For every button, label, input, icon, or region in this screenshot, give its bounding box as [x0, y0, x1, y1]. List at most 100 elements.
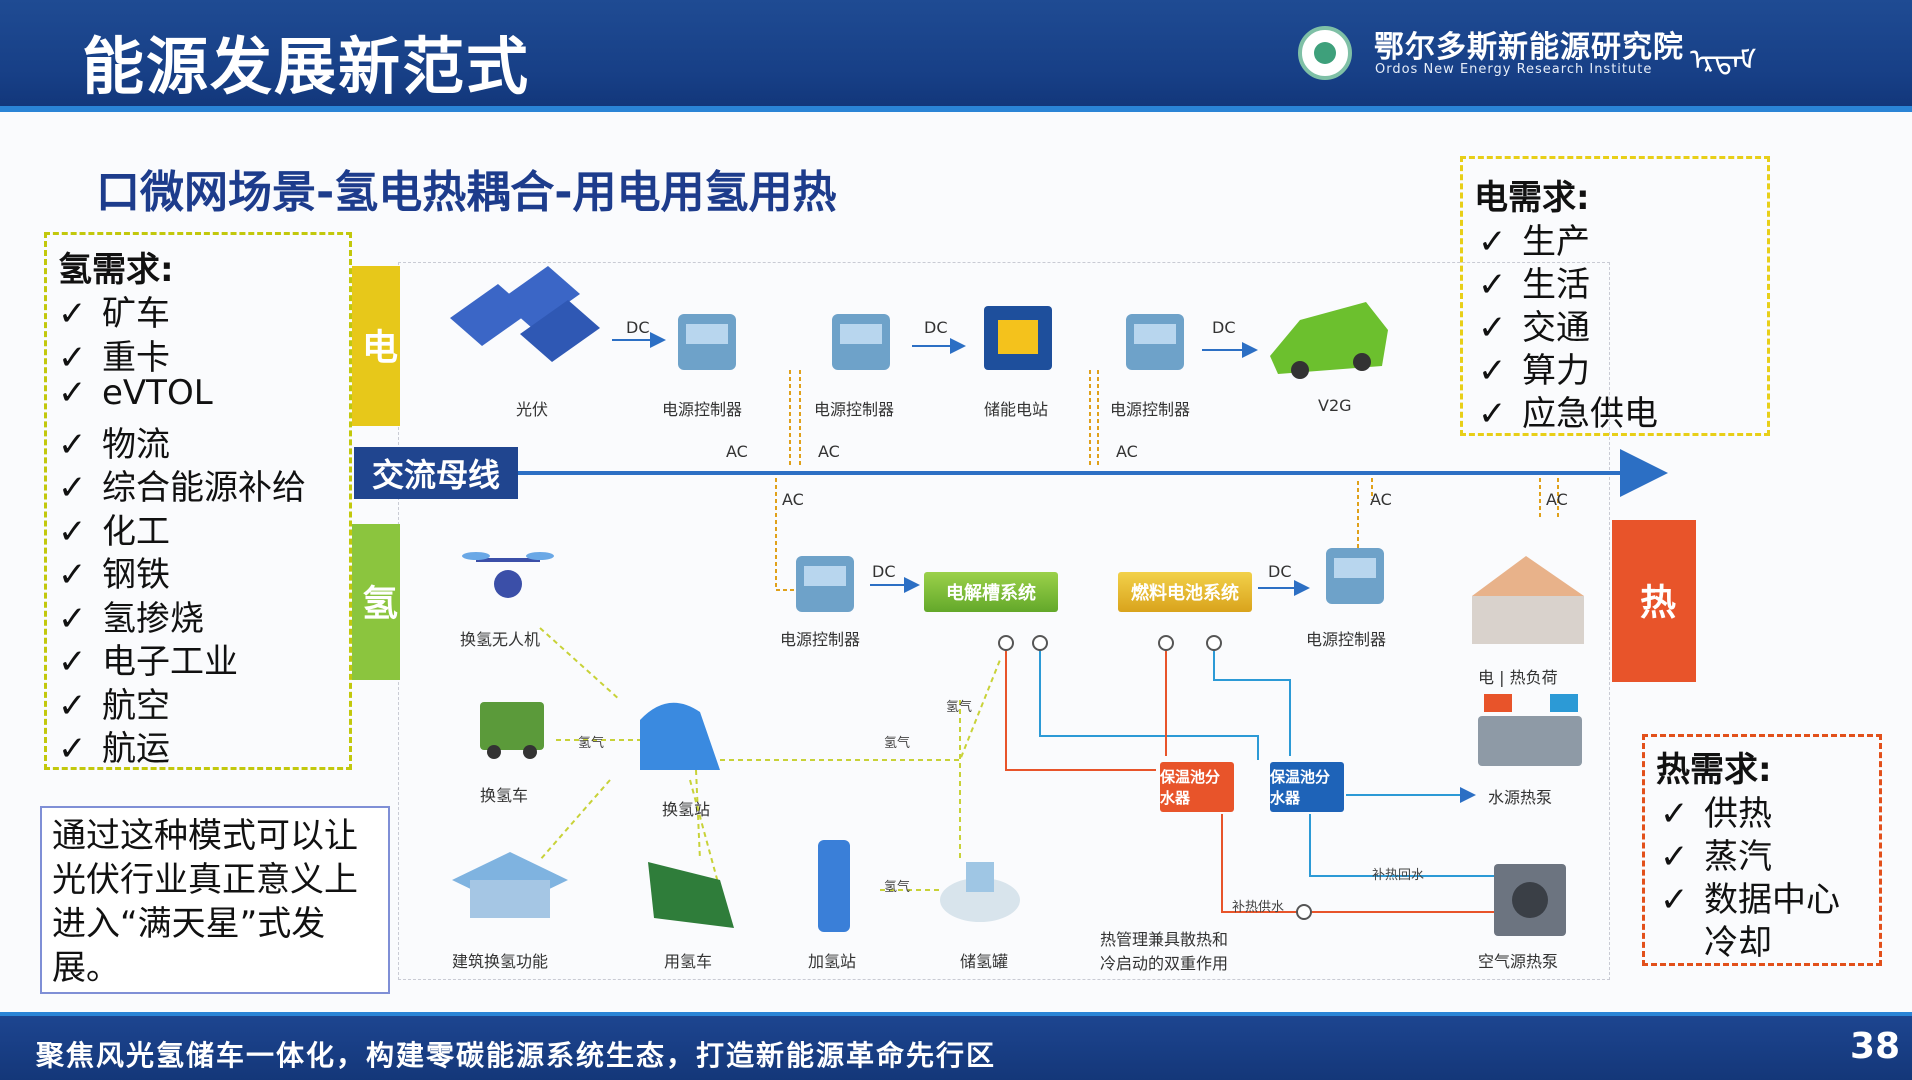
label-h2-gas-b: 氢气 [884, 736, 911, 751]
item-label: 生活 [1522, 265, 1590, 305]
check-icon: ✓ [58, 468, 87, 508]
page-number: 38 [1850, 1026, 1901, 1067]
power-controller-icon-4 [796, 556, 854, 612]
hot-water-separator-box: 保温池分水器 [1160, 762, 1234, 812]
label-power-controller-4: 电源控制器 [780, 630, 861, 649]
dc-label-5: DC [1268, 562, 1292, 581]
item-label: 生产 [1522, 222, 1590, 262]
ac-label-1: AC [726, 442, 748, 461]
h2-demand-item: ✓ 氢掺烧 [58, 591, 204, 640]
dc-label-2: DC [924, 318, 948, 337]
label-storage-station: 储能电站 [984, 400, 1049, 419]
h2-demand-item: ✓ 重卡 [58, 330, 170, 379]
label-power-controller-2: 电源控制器 [814, 400, 895, 419]
check-icon: ✓ [58, 337, 87, 378]
ac-label-6: AC [1546, 490, 1568, 509]
check-icon: ✓ [58, 729, 87, 769]
note-box: 通过这种模式可以让光伏行业真正意义上进入“满天星”式发展。 [40, 806, 390, 994]
electric-side-label: 电 [352, 266, 400, 426]
check-icon: ✓ [58, 294, 87, 334]
check-icon: ✓ [58, 598, 87, 639]
heat-demand-item: ✓供热 [1660, 786, 1772, 835]
item-label: 化工 [102, 511, 170, 552]
storage-station-icon [984, 306, 1052, 370]
label-swap-station: 换氢站 [662, 800, 711, 819]
item-label: 航空 [102, 685, 170, 726]
check-icon: ✓ [1660, 837, 1689, 877]
label-v2g: V2G [1318, 396, 1352, 415]
check-icon: ✓ [1478, 308, 1507, 348]
label-thermal-note-2: 冷启动的双重作用 [1100, 954, 1229, 973]
h2-demand-item: ✓ 矿车 [58, 286, 170, 335]
check-icon: ✓ [1478, 222, 1507, 262]
item-label: 电子工业 [102, 642, 238, 682]
header-accent-line [0, 106, 1912, 112]
heat-demand-title: 热需求: [1656, 750, 1772, 790]
ac-label-2: AC [818, 442, 840, 461]
dc-label-3: DC [1212, 318, 1236, 337]
label-water-source-heatpump: 水源热泵 [1488, 788, 1553, 807]
el-demand-item: ✓ 生活 [1478, 257, 1590, 306]
water-source-heatpump-icon [1478, 694, 1582, 766]
ac-label-5: AC [1370, 490, 1392, 509]
electric-demand-title: 电需求: [1474, 178, 1590, 218]
hydrogen-demand-title: 氢需求: [58, 250, 174, 290]
item-label: 钢铁 [102, 555, 170, 595]
air-source-heatpump-icon [1494, 864, 1566, 936]
label-load: 电 | 热负荷 [1478, 668, 1558, 687]
item-label: 算力 [1522, 351, 1590, 391]
label-h2-gas-a: 氢气 [578, 736, 605, 751]
item-label: 航运 [102, 729, 170, 769]
label-return-water: 补热回水 [1372, 868, 1425, 883]
label-power-controller-3: 电源控制器 [1110, 400, 1191, 419]
power-controller-icon-5 [1326, 548, 1384, 604]
label-power-controller-1: 电源控制器 [662, 400, 743, 419]
cool-water-separator-box: 保温池分水器 [1270, 762, 1344, 812]
heat-demand-item: ✓冷却 [1660, 915, 1772, 964]
solar-panel-icon [450, 266, 600, 362]
label-refuel-station: 加氢站 [808, 952, 857, 971]
check-icon: ✓ [58, 642, 87, 682]
item-label: 重卡 [102, 337, 170, 378]
h2-demand-item: ✓ 物流 [58, 417, 170, 466]
item-label: 综合能源补给 [102, 468, 306, 508]
check-icon: ✓ [1478, 265, 1507, 305]
label-supply-water: 补热供水 [1232, 900, 1285, 915]
label-hydrogen-bus: 用氢车 [664, 952, 713, 971]
item-label: eVTOL [102, 373, 213, 413]
ac-label-4: AC [782, 490, 804, 509]
item-label: 矿车 [102, 294, 170, 334]
label-h2-gas-d: 氢气 [884, 880, 911, 895]
footer-accent-line [0, 1012, 1912, 1016]
thermal-pipes [1005, 640, 1494, 913]
item-label: 交通 [1522, 308, 1590, 348]
building-swap-icon [452, 852, 568, 918]
item-label: 物流 [102, 424, 170, 465]
check-icon: ✓ [1660, 794, 1689, 834]
power-controller-icon-3 [1126, 314, 1184, 370]
label-hydrogen-tank: 储氢罐 [960, 952, 1009, 971]
heat-demand-item: ✓蒸汽 [1660, 829, 1772, 878]
heat-demand-box [1642, 734, 1882, 966]
check-icon: ✓ [58, 424, 87, 465]
hydrogen-gas-links [539, 627, 1001, 891]
h2-demand-item: ✓航空 [58, 678, 170, 727]
item-label: 氢掺烧 [102, 598, 204, 639]
footer-bar [0, 1016, 1912, 1080]
item-label: 冷却 [1704, 923, 1772, 963]
header-bar [0, 0, 1912, 108]
power-controller-icon-1 [678, 314, 736, 370]
fuel-cell-system-box: 燃料电池系统 [1118, 572, 1252, 612]
drone-icon [462, 552, 554, 598]
label-thermal-note-1: 热管理兼具散热和 [1100, 930, 1229, 949]
check-icon: ✓ [1660, 880, 1689, 920]
footer-slogan: 聚焦风光氢储车一体化，构建零碳能源系统生态，打造新能源革命先行区 [36, 1039, 997, 1072]
check-icon: ✓ [58, 555, 87, 595]
check-icon: ✓ [58, 373, 87, 413]
hydrogen-bus-icon [648, 862, 734, 928]
institute-name-en: Ordos New Energy Research Institute [1375, 62, 1653, 77]
hydrogen-side-label: 氢 [352, 524, 400, 680]
section-subtitle: 口微网场景-氢电热耦合-用电用氢用热 [96, 167, 837, 218]
check-icon: ✓ [1478, 351, 1507, 391]
el-demand-item: ✓ 交通 [1478, 300, 1590, 349]
